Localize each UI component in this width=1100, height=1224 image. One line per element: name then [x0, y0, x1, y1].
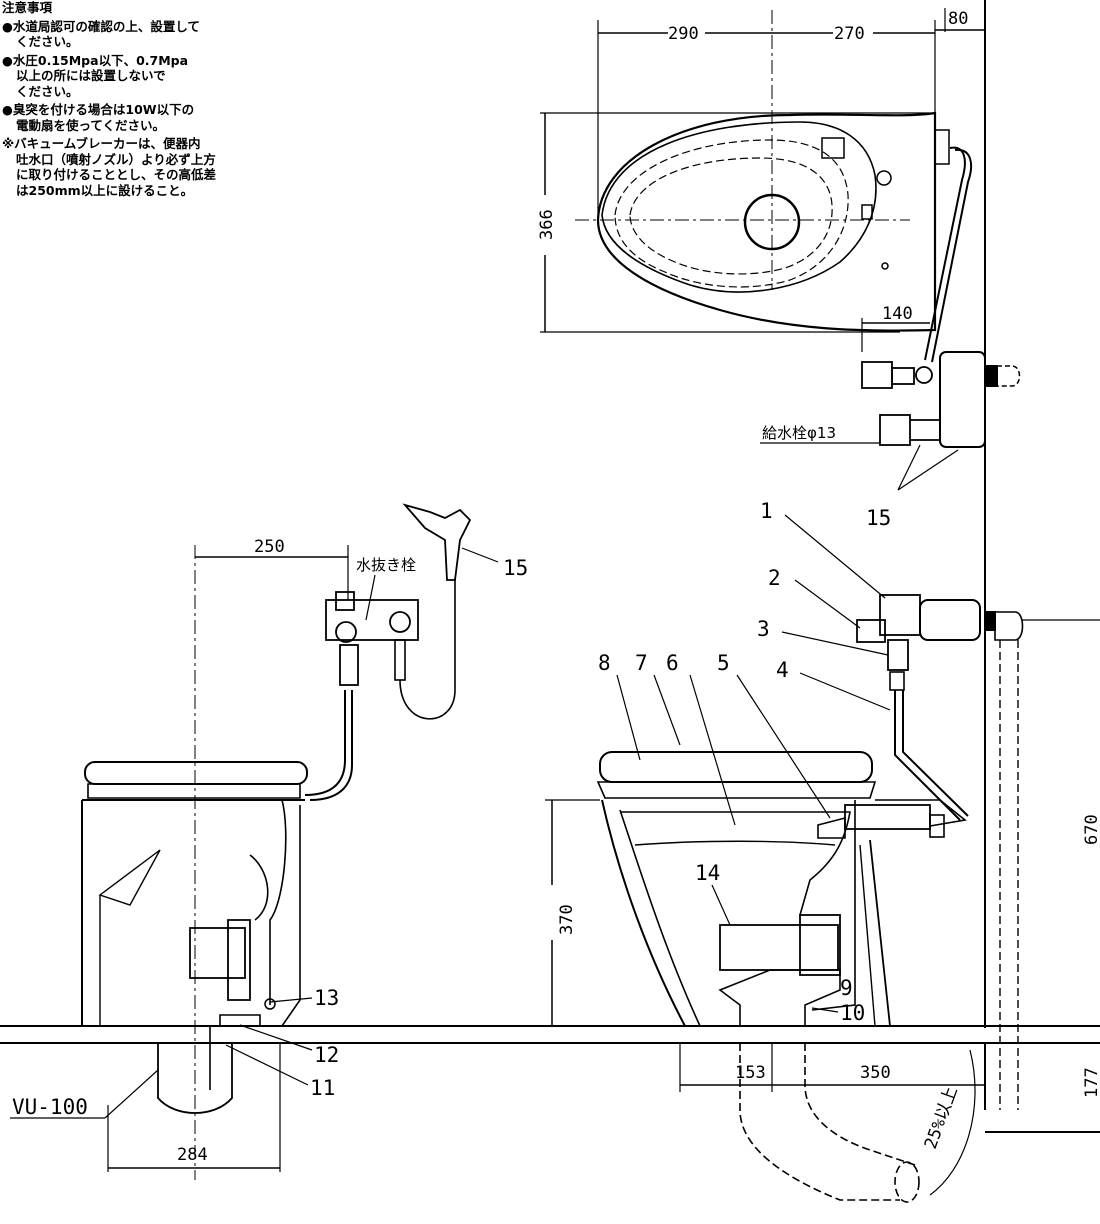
right-view: 25%以上 153 350 370 670 177 1 2 3 4 5 6 7 … — [545, 499, 1100, 1203]
note-item: ※バキュームブレーカーは、便器内 吐水口（噴射ノズル）より必ず上方 に取り付ける… — [2, 136, 302, 198]
dim-140: 140 — [882, 304, 913, 324]
note-line: ●臭突を付ける場合は10W以下の — [2, 102, 195, 117]
part-14: 14 — [695, 861, 720, 885]
pipe-label: VU-100 — [12, 1095, 88, 1119]
dim-350: 350 — [860, 1063, 891, 1083]
drain-cock-label: 水抜き栓 — [356, 556, 416, 574]
notes-title: 注意事項 — [2, 0, 53, 15]
note-line: ※バキュームブレーカーは、便器内 — [2, 136, 201, 151]
part-9: 9 — [840, 976, 853, 1000]
dim-270: 270 — [834, 24, 865, 44]
note-line: は250mm以上に設けること。 — [16, 182, 194, 198]
dim-366: 366 — [537, 209, 557, 240]
supply-valve-label: 給水栓φ13 — [762, 424, 836, 442]
top-view: 290 270 80 366 140 — [537, 8, 1021, 530]
part-13: 13 — [314, 986, 339, 1010]
part-8: 8 — [598, 651, 611, 675]
dim-370: 370 — [557, 904, 577, 935]
caution-notes: 注意事項 ●水道局認可の確認の上、設置して ください。 ●水圧0.15Mpa以下… — [2, 0, 302, 198]
dim-250: 250 — [254, 537, 285, 557]
note-item: ●臭突を付ける場合は10W以下の 電動扇を使ってください。 — [2, 102, 302, 133]
note-line: 以上の所には設置しないで — [16, 68, 166, 83]
part-3: 3 — [757, 617, 770, 641]
dim-80: 80 — [948, 9, 968, 29]
note-line: ください。 — [16, 83, 79, 99]
part-6: 6 — [666, 651, 679, 675]
part-7: 7 — [635, 651, 648, 675]
note-line: 吐水口（噴射ノズル）より必ず上方 — [16, 151, 216, 167]
part-11: 11 — [310, 1076, 335, 1100]
dim-290: 290 — [668, 24, 699, 44]
part-2: 2 — [768, 566, 781, 590]
note-line: 電動扇を使ってください。 — [16, 117, 166, 133]
dim-670: 670 — [1082, 814, 1100, 845]
note-line: ●水圧0.15Mpa以下、0.7Mpa — [2, 52, 189, 68]
wall-and-floor — [0, 0, 1100, 1133]
note-line: ください。 — [16, 34, 79, 49]
slope-label: 25%以上 — [921, 1084, 962, 1152]
dim-177: 177 — [1082, 1067, 1100, 1098]
note-line: に取り付けることとし、その高低差 — [16, 167, 217, 182]
part-4: 4 — [776, 658, 789, 682]
part-15-top: 15 — [866, 506, 891, 530]
part-12: 12 — [314, 1043, 339, 1067]
note-item: ●水圧0.15Mpa以下、0.7Mpa 以上の所には設置しないで ください。 — [2, 53, 302, 100]
part-10: 10 — [840, 1001, 865, 1025]
part-5: 5 — [717, 651, 730, 675]
part-1: 1 — [760, 499, 773, 523]
dim-284: 284 — [177, 1145, 208, 1165]
left-view: 250 水抜き栓 15 — [10, 503, 528, 1180]
part-15-left: 15 — [503, 556, 528, 580]
note-item: ●水道局認可の確認の上、設置して ください。 — [2, 19, 302, 50]
note-line: ●水道局認可の確認の上、設置して — [2, 18, 201, 34]
dim-153: 153 — [735, 1063, 766, 1083]
